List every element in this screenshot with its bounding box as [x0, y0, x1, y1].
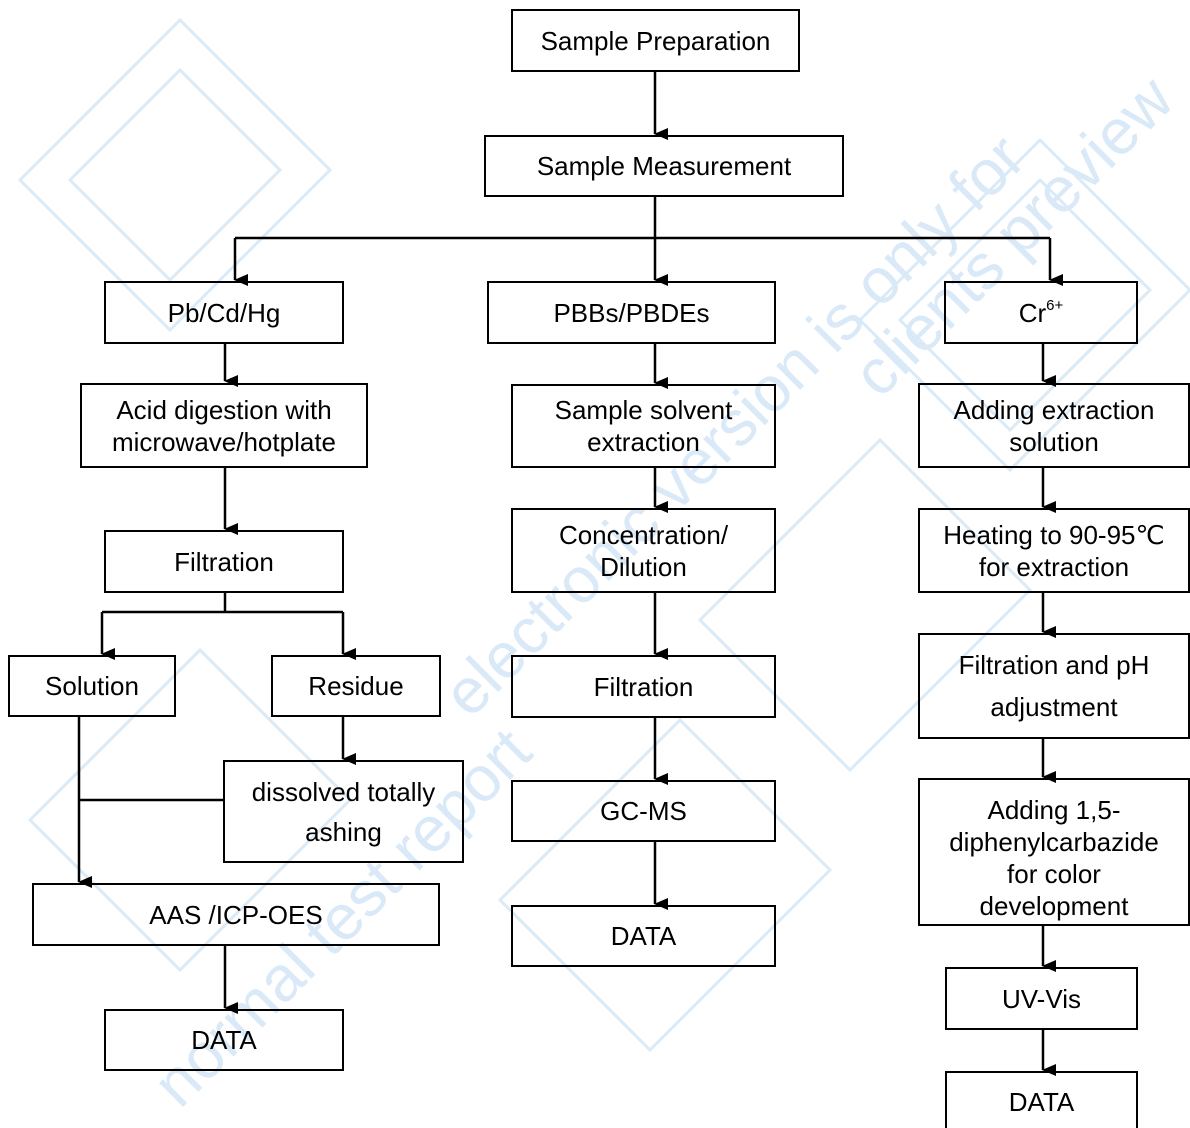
data-right-box: DATA [945, 1071, 1138, 1128]
data-left-box: DATA [104, 1009, 344, 1071]
concentration-dilution-box: Concentration/ Dilution [511, 508, 776, 593]
node-label: Adding extraction solution [954, 394, 1155, 458]
filtration-ph-box: Filtration and pH adjustment [918, 633, 1190, 739]
node-label-line: adjustment [990, 692, 1118, 722]
data-middle-box: DATA [511, 905, 776, 967]
node-label: DATA [1008, 1087, 1075, 1117]
cr-charge: 6+ [1046, 296, 1064, 314]
node-label: Adding 1,5- diphenylcarbazide for color … [949, 794, 1159, 922]
node-label-line: dissolved totally [251, 776, 436, 807]
node-label-line: for color [1007, 859, 1101, 889]
node-label-line: ashing [305, 816, 382, 847]
dissolved-ashing-box: dissolved totally ashing [223, 760, 464, 863]
cr6-box: Cr6+ [944, 281, 1138, 344]
node-label-line: microwave/hotplate [112, 426, 336, 457]
node-label-line: for extraction [978, 551, 1130, 582]
node-label: Filtration and pH adjustment [959, 644, 1150, 728]
node-label-line: Adding 1,5- [987, 795, 1121, 825]
solvent-extraction-box: Sample solvent extraction [511, 384, 776, 468]
node-label-line: development [979, 891, 1129, 921]
filtration-left-box: Filtration [104, 530, 344, 593]
node-label: Sample Measurement [536, 151, 792, 181]
acid-digestion-box: Acid digestion with microwave/hotplate [80, 383, 368, 468]
pbbs-pbdes-box: PBBs/PBDEs [487, 281, 776, 344]
node-label: Concentration/ Dilution [559, 519, 728, 583]
node-label: DATA [191, 1025, 257, 1055]
node-label: Heating to 90-95℃ for extraction [943, 519, 1164, 583]
node-label-line: Heating to 90-95℃ [943, 519, 1165, 550]
adding-extraction-solution-box: Adding extraction solution [918, 383, 1190, 468]
node-label: Sample solvent extraction [555, 394, 733, 458]
node-label-line: Acid digestion with [116, 394, 332, 425]
node-label-line: Concentration/ [558, 519, 729, 550]
node-label: Filtration [593, 671, 694, 702]
node-label: dissolved totally ashing [252, 772, 436, 852]
cr-label: Cr [1018, 297, 1047, 328]
node-label-line: solution [1009, 426, 1099, 457]
node-label: PBBs/PBDEs [553, 297, 710, 328]
color-development-box: Adding 1,5- diphenylcarbazide for color … [918, 778, 1190, 926]
node-label-line: extraction [587, 427, 700, 457]
node-label: Acid digestion with microwave/hotplate [112, 394, 336, 458]
uv-vis-box: UV-Vis [945, 967, 1138, 1030]
node-label: UV-Vis [1002, 983, 1081, 1014]
heating-box: Heating to 90-95℃ for extraction [918, 508, 1190, 593]
node-label: Residue [308, 671, 404, 701]
sample-measurement-box: Sample Measurement [484, 135, 844, 197]
node-label-line: Dilution [600, 551, 687, 582]
node-label-line: Filtration and pH [958, 650, 1150, 680]
pb-cd-hg-box: Pb/Cd/Hg [104, 281, 344, 344]
node-label: Sample Preparation [540, 25, 771, 56]
node-label-line: Adding extraction [953, 394, 1155, 425]
node-label-line: Sample solvent [554, 395, 733, 425]
node-label: Filtration [174, 546, 274, 577]
node-label-line: diphenylcarbazide [949, 827, 1159, 857]
node-label: Solution [45, 671, 139, 701]
node-label: Cr6+ [1019, 297, 1064, 329]
residue-box: Residue [271, 655, 441, 717]
filtration-middle-box: Filtration [511, 655, 776, 718]
node-label: GC-MS [600, 796, 687, 826]
node-label: AAS /ICP-OES [149, 899, 323, 930]
aas-icp-oes-box: AAS /ICP-OES [32, 883, 440, 946]
sample-preparation-box: Sample Preparation [511, 9, 800, 72]
node-label: Pb/Cd/Hg [167, 297, 281, 328]
solution-box: Solution [8, 655, 176, 717]
node-label: DATA [610, 921, 677, 951]
gc-ms-box: GC-MS [511, 780, 776, 842]
